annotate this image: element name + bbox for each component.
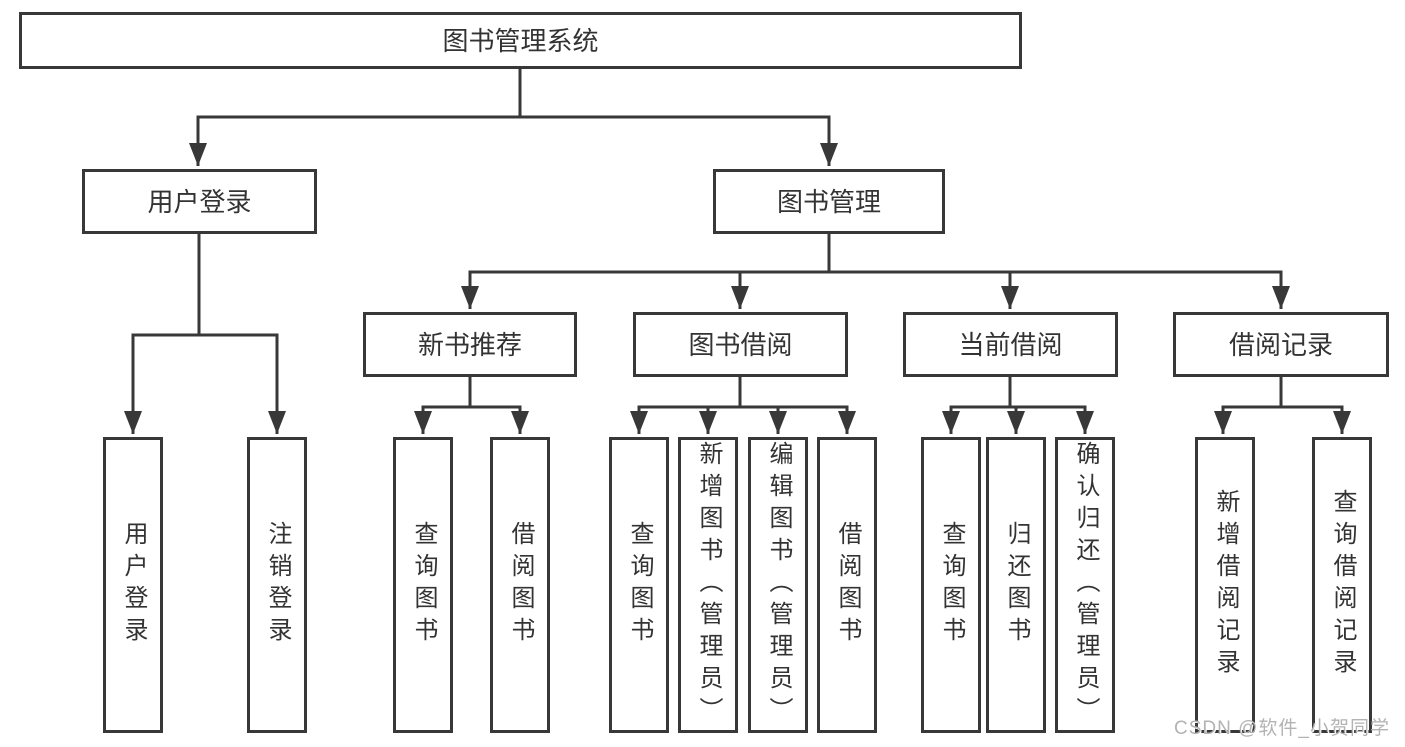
- connector-recommend-children: [414, 376, 529, 434]
- connector-book-mgmt-to-level2: [461, 233, 1290, 309]
- leaf-confirm-return-admin: 确认归还（管理员）: [1055, 437, 1115, 733]
- leaf-query-books-recommend: 查询图书: [393, 437, 453, 733]
- connector-root-to-level1: [189, 68, 838, 166]
- watermark: CSDN @软件_小贺同学: [1174, 718, 1390, 739]
- leaf-user-login: 用户登录: [103, 437, 163, 733]
- leaf-add-borrow-record: 新增借阅记录: [1195, 437, 1255, 733]
- node-library-management-system: 图书管理系统: [19, 12, 1022, 69]
- leaf-borrow-books: 借阅图书: [817, 437, 877, 733]
- connector-current-children: [942, 376, 1094, 434]
- node-user-login: 用户登录: [82, 169, 317, 234]
- connector-borrow-children: [630, 376, 856, 434]
- leaf-borrow-books-recommend: 借阅图书: [490, 437, 550, 733]
- node-current-borrowing: 当前借阅: [903, 312, 1118, 377]
- node-book-management: 图书管理: [713, 169, 945, 234]
- node-new-book-recommendation: 新书推荐: [363, 312, 577, 377]
- connector-user-login-children: [124, 233, 286, 434]
- leaf-edit-books-admin: 编辑图书（管理员）: [748, 437, 808, 733]
- leaf-query-books-current: 查询图书: [921, 437, 981, 733]
- leaf-add-books-admin: 新增图书（管理员）: [678, 437, 738, 733]
- leaf-query-borrow-record: 查询借阅记录: [1312, 437, 1372, 733]
- connector-record-children: [1214, 376, 1351, 434]
- node-book-borrowing: 图书借阅: [633, 312, 848, 377]
- node-borrowing-records: 借阅记录: [1173, 312, 1389, 377]
- leaf-query-books-borrow: 查询图书: [609, 437, 669, 733]
- leaf-return-books: 归还图书: [986, 437, 1046, 733]
- leaf-logout: 注销登录: [247, 437, 307, 733]
